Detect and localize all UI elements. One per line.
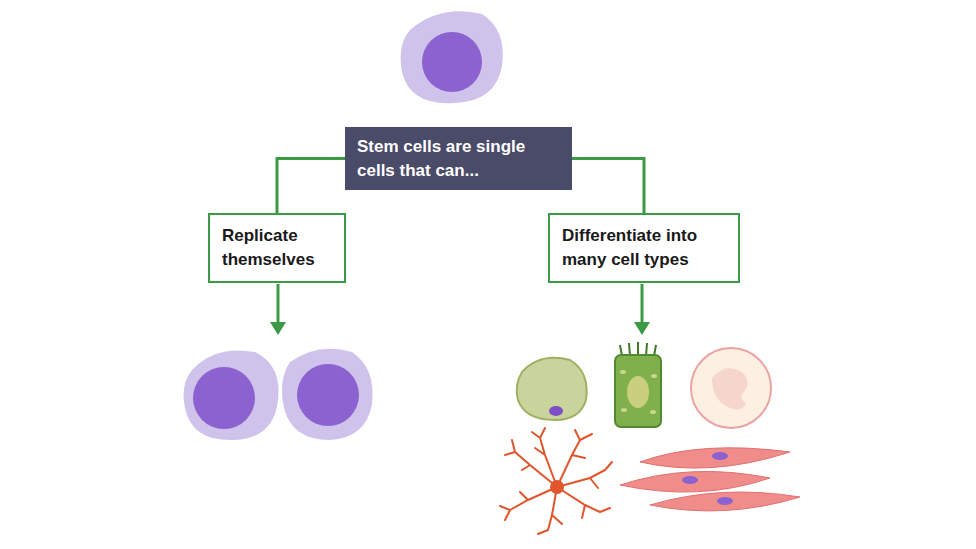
daughter-cell: [282, 349, 373, 440]
organelles: [620, 370, 657, 414]
stem-cell: [401, 11, 503, 103]
cell-nucleus: [422, 32, 482, 92]
connector-line: [277, 159, 345, 214]
white-blood-cell: [691, 348, 771, 428]
cell-nucleus: [712, 368, 748, 409]
node-text: Differentiate into many cell types: [562, 224, 726, 272]
cell-nucleus: [193, 367, 255, 429]
differentiated-cell: [517, 358, 587, 420]
neuron-cell: [500, 428, 612, 534]
process-box: Replicate themselves: [208, 213, 346, 283]
arrow-head: [270, 322, 286, 335]
ciliated-cell: [615, 355, 661, 427]
node-text: Stem cells are single cells that can...: [357, 135, 560, 183]
heading-box: Stem cells are single cells that can...: [345, 127, 572, 190]
cell-nucleus: [297, 364, 359, 426]
cell-nucleus: [682, 452, 733, 505]
muscle-cells: [620, 448, 800, 511]
cell-nucleus: [627, 376, 649, 408]
cell-nucleus: [549, 406, 563, 416]
daughter-cell: [184, 350, 279, 440]
neuron-body: [550, 480, 564, 494]
arrow-head: [634, 322, 650, 335]
node-text: Replicate themselves: [222, 224, 332, 272]
cilia: [620, 342, 656, 356]
connector-line: [572, 159, 644, 214]
arrow-shaft: [641, 284, 644, 324]
arrow-shaft: [277, 284, 280, 324]
process-box: Differentiate into many cell types: [548, 213, 740, 283]
